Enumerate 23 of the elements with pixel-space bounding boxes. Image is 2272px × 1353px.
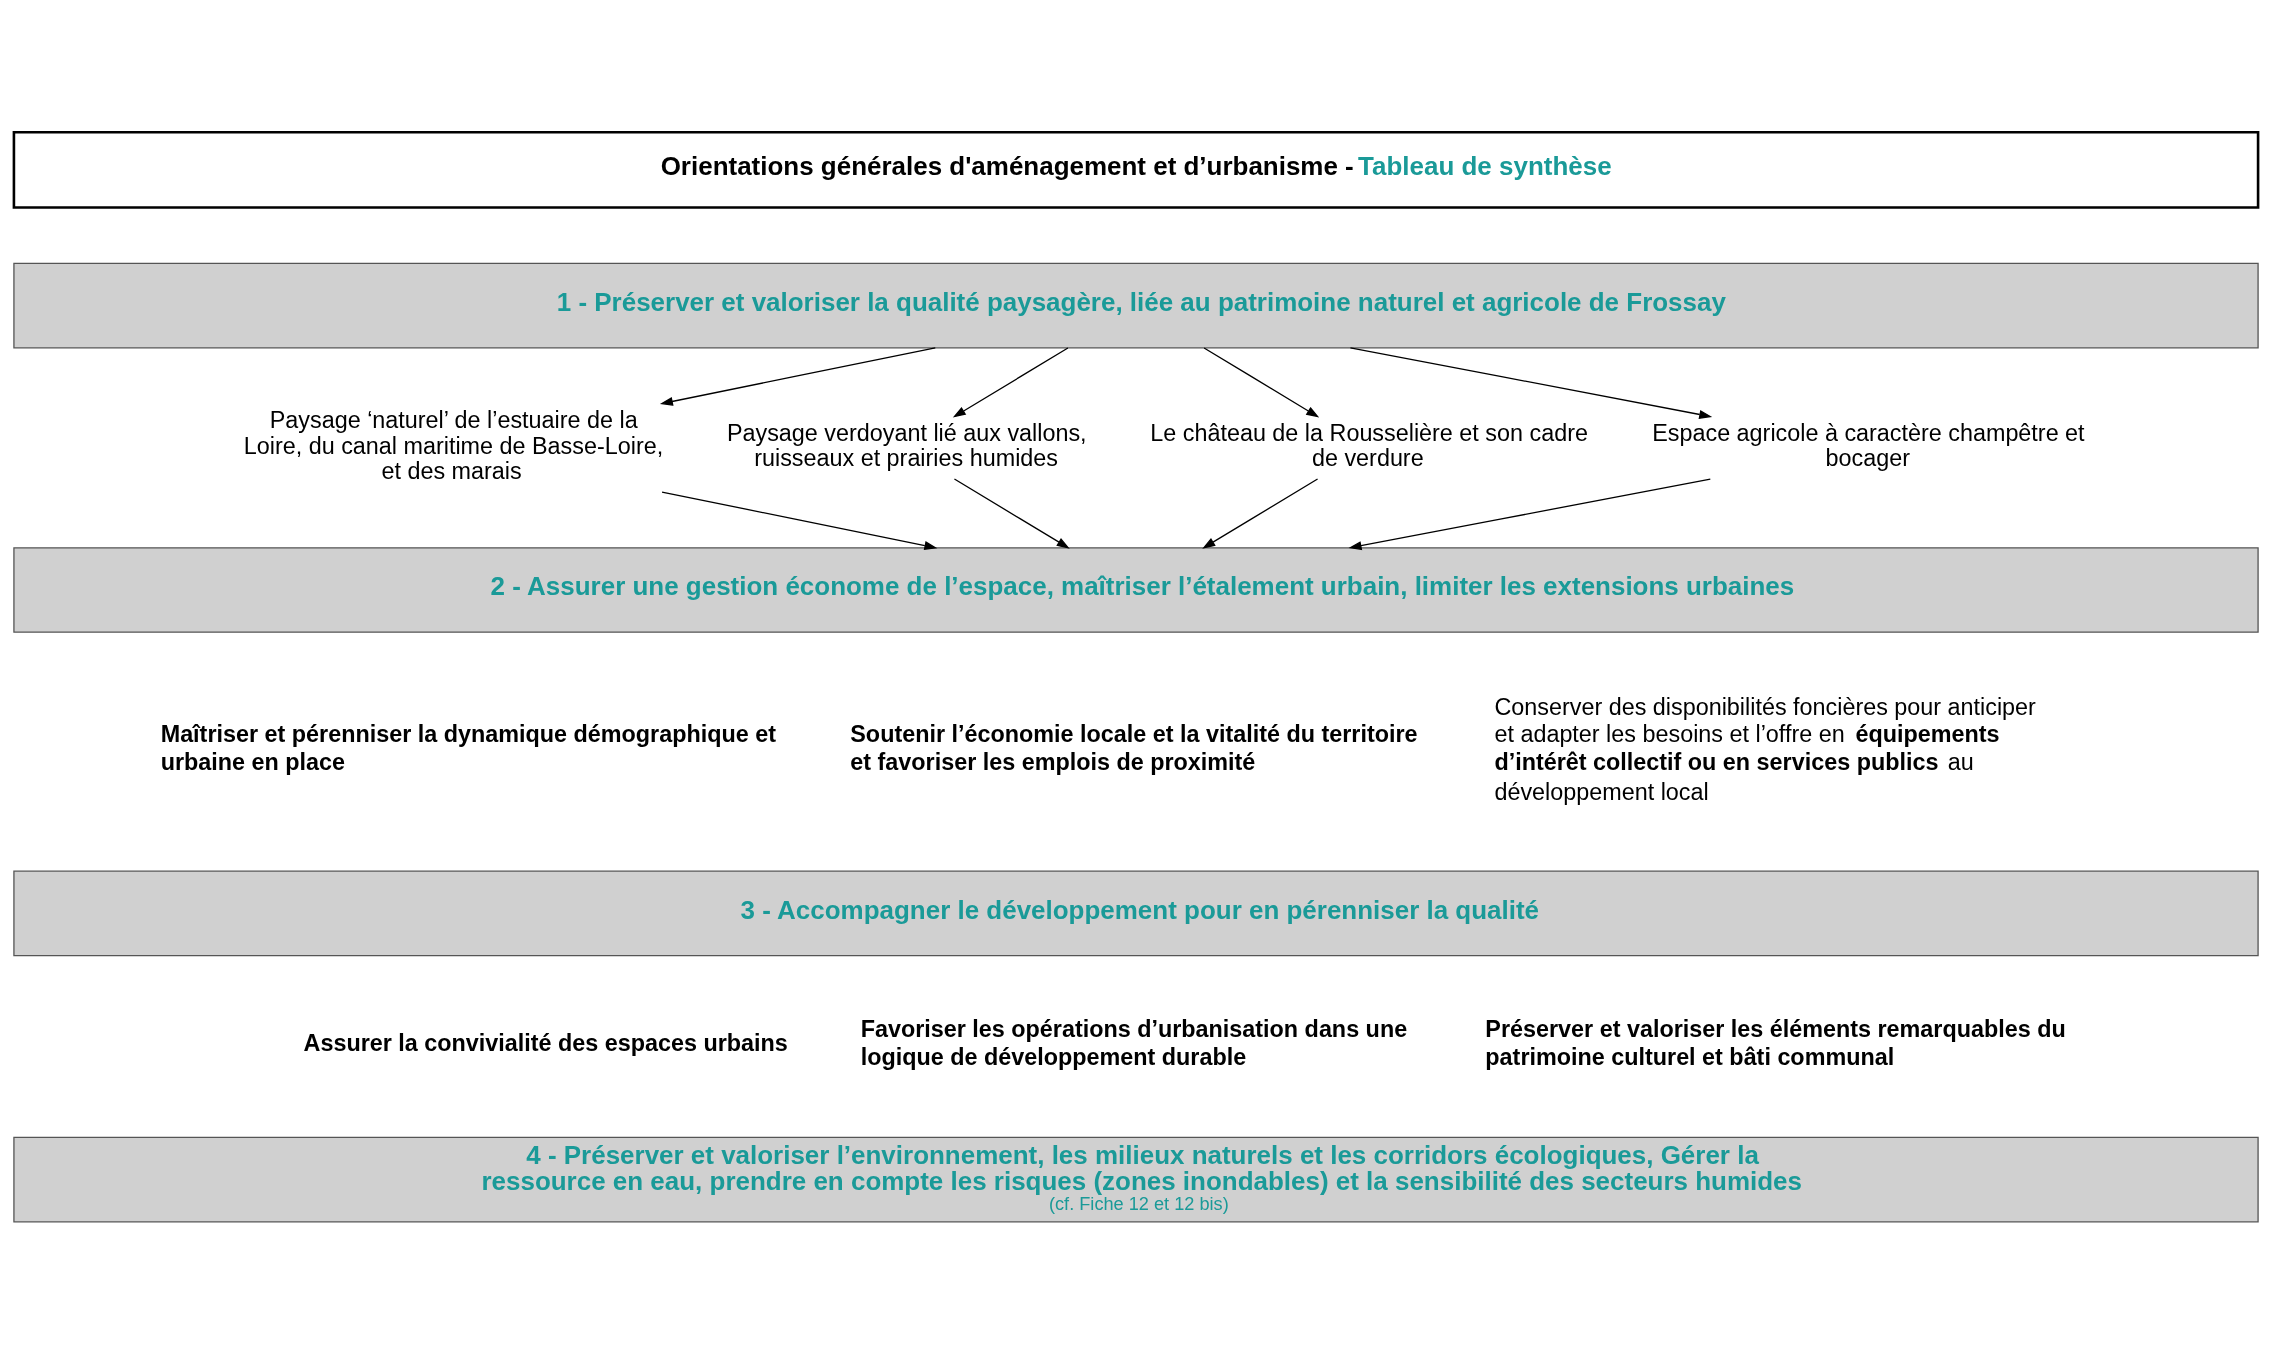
- node-text: Le château de la Rousselière et son cadre de verdure: [1150, 419, 1588, 471]
- node-box: 4 - Préserver et valoriser l’environnement, les milieux naturels et les corridors écologiques, Gérer la ressource en eau, prendre en compte les risques (zones inondables) et la sensibilité des secteurs humides (cf. Fiche 12 et 12 bis): [13, 1136, 2259, 1222]
- node-box: 2 - Assurer une gestion économe de l’espace, maîtriser l’étalement urbain, limiter les extensions urbaines: [13, 546, 2259, 633]
- node-box: 1 - Préserver et valoriser la qualité paysagère, liée au patrimoine naturel et agricole de Frossay: [13, 262, 2259, 348]
- label: Conserver des disponibilités foncières pour anticiper et adapter les besoins et l’offre en équipements d’intérêt collectif ou en services publics au développement local: [1494, 693, 2036, 805]
- node-text: Paysage verdoyant lié aux vallons, ruisseaux et prairies humides: [726, 419, 1087, 471]
- arrow: [659, 346, 936, 406]
- node-box: Orientations générales d'aménagement et d’urbanisme -Tableau de synthèse: [12, 130, 2260, 209]
- label: Préserver et valoriser les éléments remarquables du patrimoine culturel et bâti communal: [1485, 1015, 2066, 1070]
- arrow: [1348, 477, 1711, 550]
- arrow: [952, 346, 1069, 417]
- label: Maîtriser et pérenniser la dynamique démographique et urbaine en place: [160, 720, 776, 775]
- label: Favoriser les opérations d’urbanisation dans une logique de développement durable: [860, 1015, 1408, 1070]
- node-box: 3 - Accompagner le développement pour en pérenniser la qualité: [13, 870, 2259, 956]
- arrow: [1203, 346, 1320, 417]
- arrow: [953, 477, 1070, 549]
- arrow: [661, 490, 938, 550]
- node-text: Paysage ‘naturel’ de l’estuaire de la Loire, du canal maritime de Basse-Loire, et des marais: [243, 406, 664, 484]
- label: Assurer la convivialité des espaces urbains: [303, 1029, 788, 1056]
- arrow: [1202, 477, 1319, 549]
- node-text: Espace agricole à caractère champêtre et bocager: [1652, 419, 2085, 471]
- arrow: [1349, 346, 1713, 419]
- label: Soutenir l’économie locale et la vitalité du territoire et favoriser les emplois de proximité: [850, 720, 1418, 775]
